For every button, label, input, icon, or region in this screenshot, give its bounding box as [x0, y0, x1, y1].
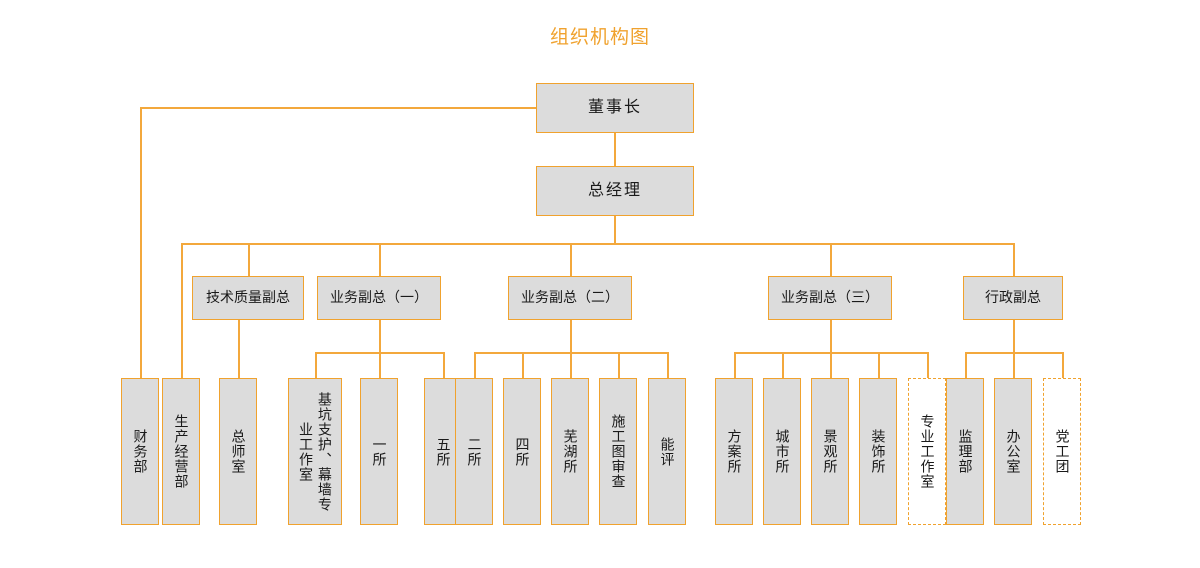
node-party-youth-union[interactable]: 党工团	[1043, 378, 1081, 525]
node-landscape-institute-label: 景观所	[822, 429, 839, 474]
node-chief-engineer-office[interactable]: 总师室	[219, 378, 257, 525]
node-finance-department-label: 财务部	[132, 429, 149, 474]
connector-to-city	[782, 352, 784, 378]
connector-chairman-left-stub	[140, 107, 536, 109]
connector-vp-biz2-down	[570, 320, 572, 352]
node-vp-admin-label: 行政副总	[985, 289, 1041, 306]
node-vp-admin[interactable]: 行政副总	[963, 276, 1063, 320]
connector-bus-to-vp-tech	[248, 243, 250, 276]
connector-bus-to-production	[181, 243, 183, 378]
node-wuhu-institute-label: 芜湖所	[562, 429, 579, 474]
node-vp-business-2[interactable]: 业务副总（二）	[508, 276, 632, 320]
connector-to-inst2	[474, 352, 476, 378]
connector-vp-admin-down	[1013, 320, 1015, 352]
node-production-management-department-label: 生产经营部	[173, 414, 190, 489]
connector-bus-to-vp-biz1	[379, 243, 381, 276]
node-professional-studio-label: 专业工作室	[919, 414, 936, 489]
node-institute-2[interactable]: 二所	[455, 378, 493, 525]
node-supervision-department[interactable]: 监理部	[946, 378, 984, 525]
node-vp-business-1-label: 业务副总（一）	[330, 289, 428, 306]
connector-to-drawing-review	[618, 352, 620, 378]
node-chairman-label: 董事长	[587, 99, 642, 116]
node-production-management-department[interactable]: 生产经营部	[162, 378, 200, 525]
node-vp-tech-quality[interactable]: 技术质量副总	[192, 276, 304, 320]
connector-to-energy	[667, 352, 669, 378]
connector-gm-to-bus	[614, 216, 616, 243]
connector-vp-biz1-down	[379, 320, 381, 352]
node-general-manager[interactable]: 总经理	[536, 166, 694, 216]
node-vp-business-3-label: 业务副总（三）	[781, 289, 879, 306]
connector-to-office	[1013, 352, 1015, 378]
node-foundation-curtainwall-studio[interactable]: 基坑支护、幕墙专业工作室	[288, 378, 342, 525]
connector-to-supervision	[965, 352, 967, 378]
connector-chairman-to-gm	[614, 132, 616, 166]
connector-to-inst1	[379, 352, 381, 378]
node-institute-4-label: 四所	[514, 436, 531, 467]
node-general-manager-label: 总经理	[587, 182, 642, 199]
connector-bus-to-vp-biz2	[570, 243, 572, 276]
node-energy-assessment-label: 能评	[659, 436, 676, 467]
node-wuhu-institute[interactable]: 芜湖所	[551, 378, 589, 525]
node-chief-engineer-office-label: 总师室	[230, 429, 247, 474]
node-vp-business-1[interactable]: 业务副总（一）	[317, 276, 441, 320]
connector-chairman-to-finance	[140, 107, 142, 378]
node-institute-1[interactable]: 一所	[360, 378, 398, 525]
node-scheme-institute[interactable]: 方案所	[715, 378, 753, 525]
node-supervision-department-label: 监理部	[957, 429, 974, 474]
node-institute-1-label: 一所	[371, 436, 388, 467]
connector-to-inst5	[443, 352, 445, 378]
connector-to-wuhu	[570, 352, 572, 378]
connector-to-landscape	[830, 352, 832, 378]
node-office[interactable]: 办公室	[994, 378, 1032, 525]
connector-to-inst4	[522, 352, 524, 378]
connector-bus-to-vp-biz3	[830, 243, 832, 276]
connector-to-scheme	[734, 352, 736, 378]
connector-to-party	[1062, 352, 1064, 378]
node-finance-department[interactable]: 财务部	[121, 378, 159, 525]
connector-to-foundation	[315, 352, 317, 378]
node-scheme-institute-label: 方案所	[726, 429, 743, 474]
level2-bus	[181, 243, 1014, 245]
node-city-institute-label: 城市所	[774, 429, 791, 474]
node-vp-business-2-label: 业务副总（二）	[521, 289, 619, 306]
node-energy-assessment[interactable]: 能评	[648, 378, 686, 525]
node-construction-drawing-review[interactable]: 施工图审查	[599, 378, 637, 525]
node-party-youth-union-label: 党工团	[1054, 429, 1071, 474]
connector-to-decoration	[878, 352, 880, 378]
node-foundation-curtainwall-studio-label: 基坑支护、幕墙专业工作室	[298, 391, 333, 512]
node-city-institute[interactable]: 城市所	[763, 378, 801, 525]
node-institute-2-label: 二所	[466, 436, 483, 467]
node-institute-4[interactable]: 四所	[503, 378, 541, 525]
node-construction-drawing-review-label: 施工图审查	[610, 414, 627, 489]
node-decoration-institute-label: 装饰所	[870, 429, 887, 474]
node-vp-business-3[interactable]: 业务副总（三）	[768, 276, 892, 320]
page-title: 组织机构图	[549, 27, 650, 48]
node-chairman[interactable]: 董事长	[536, 83, 694, 133]
node-professional-studio[interactable]: 专业工作室	[908, 378, 946, 525]
connector-bus-to-vp-admin	[1013, 243, 1015, 276]
node-office-label: 办公室	[1005, 429, 1022, 474]
node-vp-tech-quality-label: 技术质量副总	[206, 289, 290, 306]
connector-vp-tech-to-chief-eng	[238, 320, 240, 378]
connector-vp-biz3-down	[830, 320, 832, 352]
node-landscape-institute[interactable]: 景观所	[811, 378, 849, 525]
connector-to-pro-studio	[927, 352, 929, 378]
node-institute-5-label: 五所	[435, 436, 452, 467]
node-decoration-institute[interactable]: 装饰所	[859, 378, 897, 525]
